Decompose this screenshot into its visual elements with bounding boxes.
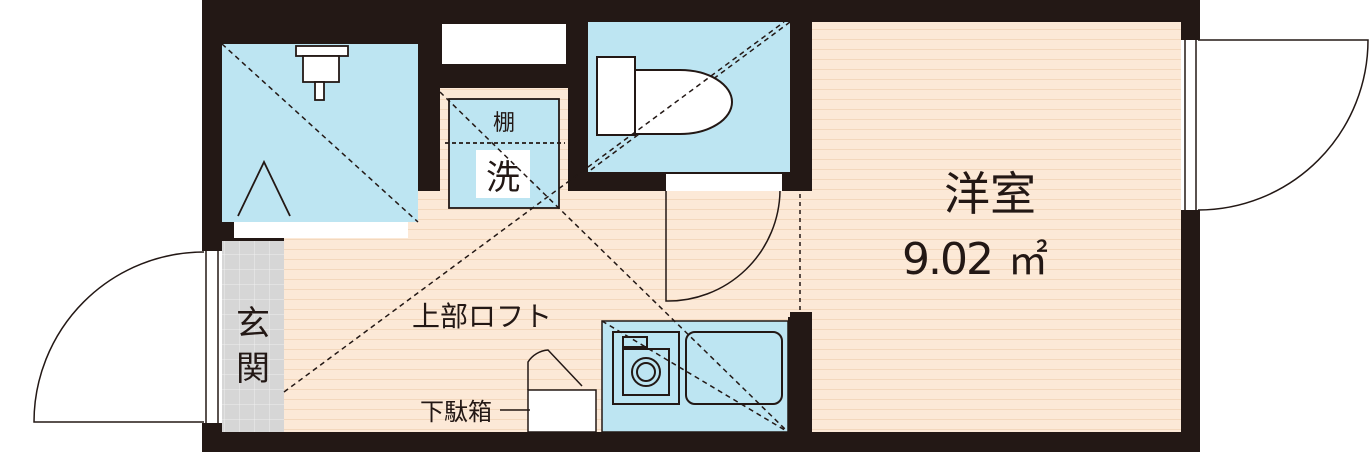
- toilet-door-strip: [666, 174, 782, 191]
- entrance-door-frame-edge: [205, 251, 219, 423]
- entrance-tile-floor: [222, 241, 284, 432]
- bathroom-door-strip: [234, 222, 408, 238]
- shoe-box-door-swing: [527, 349, 583, 390]
- balcony-window-frame-edge: [1184, 40, 1197, 210]
- loft-diagonal: [283, 21, 789, 433]
- room-area-unit: ㎡: [1008, 238, 1048, 284]
- shower-icon: [295, 45, 349, 101]
- kitchen-sink-icon: [685, 331, 783, 405]
- entrance-label-top: 玄: [236, 304, 270, 344]
- entrance-door-frame: [202, 251, 222, 423]
- room-divider-wall: [790, 312, 812, 432]
- balcony-window-frame: [1181, 40, 1200, 210]
- washer-label: 洗: [486, 158, 520, 198]
- toilet-door-swing: [665, 190, 781, 302]
- shoe-box-label: 下駄箱: [420, 398, 492, 426]
- room-area-value: 9.02: [902, 234, 992, 285]
- balcony-door-swing: [1197, 39, 1369, 211]
- entrance-label-bottom: 関: [236, 349, 270, 389]
- bathtub-drain-icon: [237, 159, 291, 217]
- room-name-label: 洋室: [944, 167, 1036, 221]
- kitchen-diagonal: [601, 320, 789, 433]
- shelf-label: 棚: [493, 111, 515, 136]
- shoe-box: [527, 389, 597, 433]
- toilet-icon: [596, 56, 733, 136]
- loft-label: 上部ロフト: [412, 300, 552, 333]
- western-room-floor: [812, 22, 1181, 432]
- stove-icon: [612, 331, 680, 405]
- entrance-door-swing: [33, 251, 205, 423]
- window-strip: [442, 24, 566, 64]
- bathroom-diagonal: [221, 43, 419, 223]
- washer-label-bg: [476, 150, 530, 198]
- toilet-room-diagonal: [587, 21, 791, 173]
